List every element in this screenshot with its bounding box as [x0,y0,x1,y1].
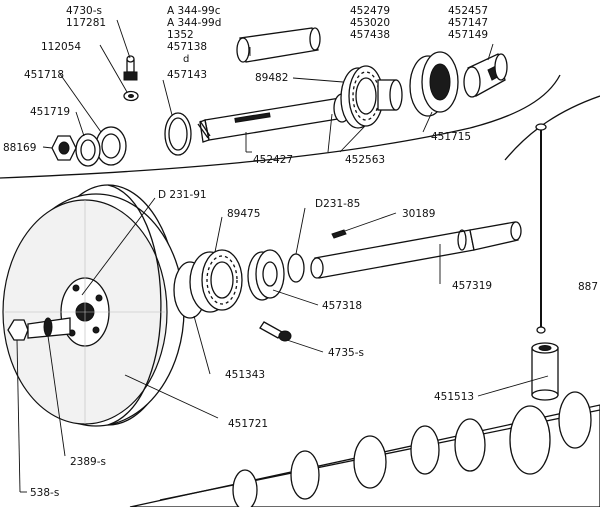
nut-88169 [51,135,77,161]
label-d: d [183,54,189,65]
label-452457: 452457 [448,5,488,17]
label-457149: 457149 [448,29,488,41]
section-divider-curve [0,74,561,179]
label-451718: 451718 [24,69,64,81]
label-d231-91: D 231-91 [158,189,207,201]
label-30189: 30189 [402,208,435,220]
tappet-451513 [531,342,559,401]
label-453020: 453020 [350,17,390,29]
shaft-452427 [197,93,351,143]
label-452563: 452563 [345,154,385,166]
label-89475: 89475 [227,208,260,220]
label-4735-s: 4735-s [328,347,364,359]
leader-lines [16,19,549,493]
ring-451715 [409,51,459,117]
label-a344-99d: A 344-99d [167,17,221,29]
sleeve-452479 [236,27,321,63]
screw-4735-s [259,321,292,342]
bearing-89475 [173,249,243,319]
label-d231-85: D231-85 [315,198,360,210]
label-a344-99c: A 344-99c [167,5,221,17]
circlip-d231-85 [287,253,305,283]
label-451719: 451719 [30,106,70,118]
ring-451718 [95,126,127,166]
label-451715: 451715 [431,131,471,143]
label-112054: 112054 [41,41,81,53]
label-88169: 88169 [3,142,36,154]
label-457143: 457143 [167,69,207,81]
label-457138: 457138 [167,41,207,53]
grease-nipple-part [123,55,138,81]
label-538-s: 538-s [30,487,59,499]
label-887-partial: 887 [578,281,598,293]
label-451343: 451343 [225,369,265,381]
label-457319: 457319 [452,280,492,292]
label-1352: 1352 [167,29,194,41]
coupling-452457 [463,53,508,98]
label-117281: 117281 [66,17,106,29]
camshaft [129,391,600,507]
shaft-457319 [310,221,522,279]
ring-451719 [75,133,101,167]
label-457318: 457318 [322,300,362,312]
spacer-457318 [247,249,285,301]
ring-a344-99 [164,112,192,156]
label-452479: 452479 [350,5,390,17]
label-451513: 451513 [434,391,474,403]
bolt-538-s [7,317,71,341]
label-451721: 451721 [228,418,268,430]
pulley-451721 [2,184,185,427]
section-divider-right [504,95,600,161]
pushrod [535,123,547,334]
label-457147: 457147 [448,17,488,29]
label-89482: 89482 [255,72,288,84]
label-452427: 452427 [253,154,293,166]
label-4730-s: 4730-s [66,5,102,17]
label-2389-s: 2389-s [70,456,106,468]
bearing-452563 [340,65,403,129]
label-457438: 457438 [350,29,390,41]
